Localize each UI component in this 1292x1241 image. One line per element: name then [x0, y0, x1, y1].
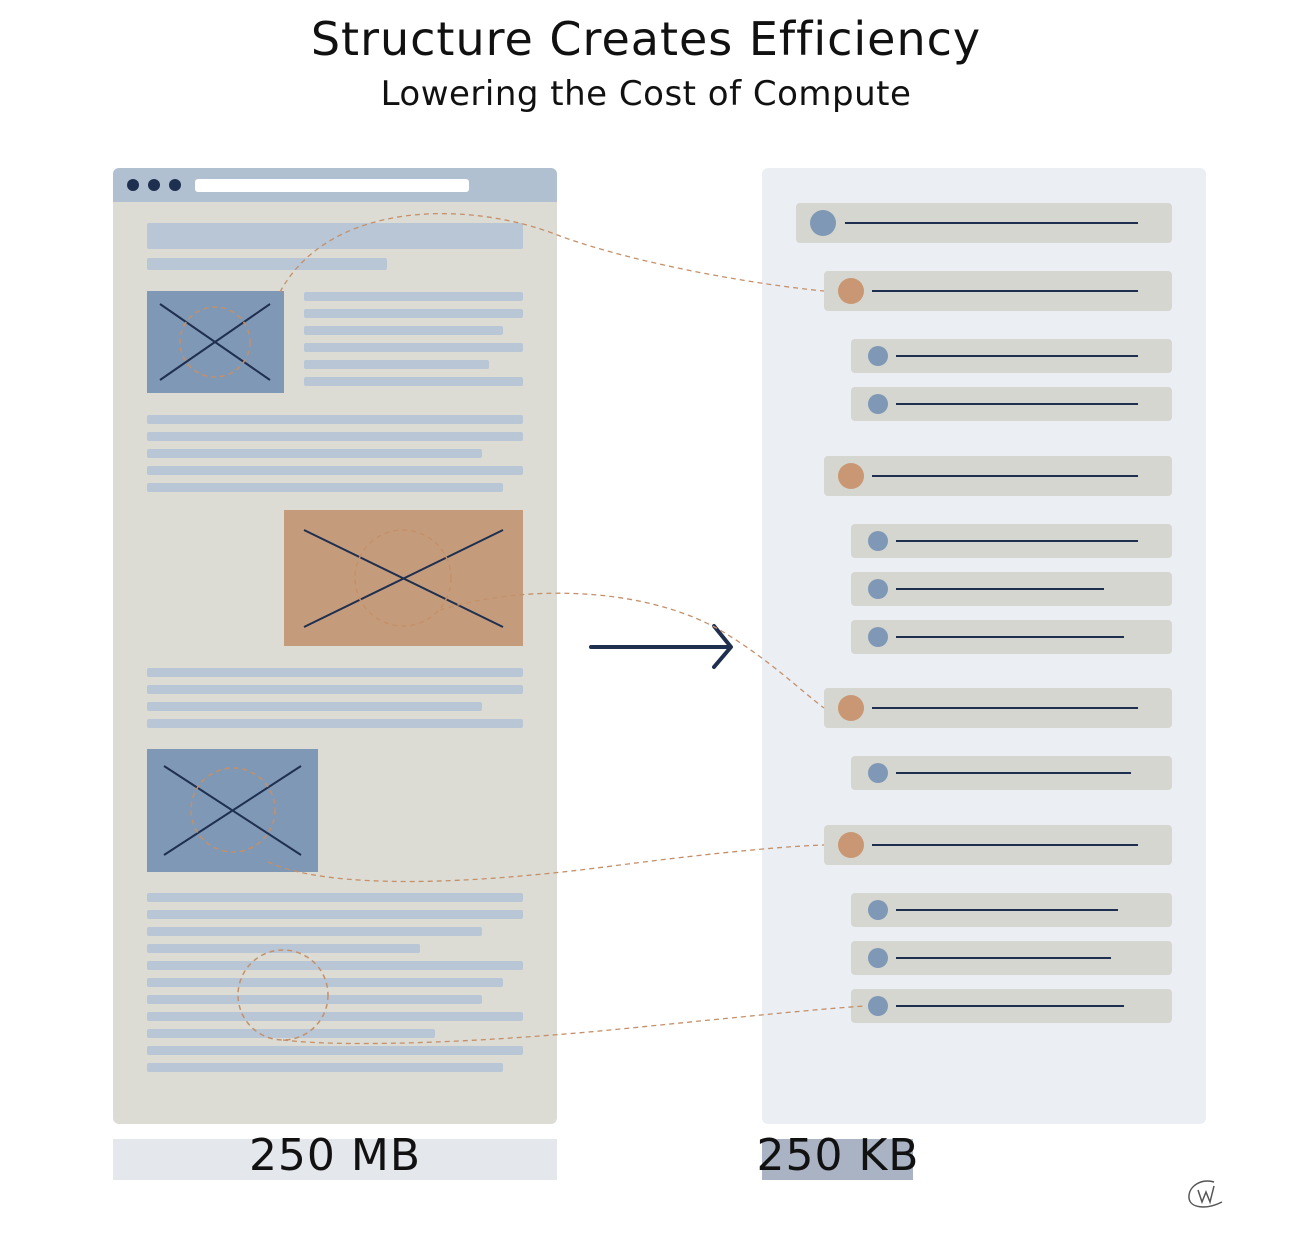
signature-icon: [1188, 1180, 1223, 1208]
address-bar: [195, 179, 469, 192]
right-arrow-icon: [589, 624, 733, 669]
webpage-panel: [113, 168, 557, 1124]
browser-dot-icon: [148, 179, 160, 191]
highlight-circle: [179, 306, 452, 1041]
outline-node: [838, 463, 864, 489]
subheading-line: [147, 258, 387, 270]
connector-line: [279, 213, 825, 293]
outline-node: [868, 394, 888, 414]
image-placeholder-icon: [147, 291, 284, 393]
size-label-bg-right: [762, 1139, 913, 1180]
text-block: [147, 668, 523, 728]
outline-node: [868, 627, 888, 647]
image-placeholder-icon: [284, 510, 523, 646]
size-label-structured: 250 KB: [756, 1130, 920, 1181]
outline-node: [838, 832, 864, 858]
outline-node: [868, 996, 888, 1016]
size-label-bg-left: [113, 1139, 557, 1180]
text-block: [304, 292, 523, 386]
outline-node: [838, 278, 864, 304]
text-block: [147, 893, 523, 1072]
browser-dot-icon: [127, 179, 139, 191]
diagram-subtitle: Lowering the Cost of Compute: [380, 74, 912, 114]
connector-line: [282, 1005, 867, 1045]
outline-node: [868, 900, 888, 920]
outline-node: [868, 531, 888, 551]
heading-line: [147, 223, 523, 249]
outline-node: [868, 579, 888, 599]
size-label-webpage: 250 MB: [248, 1130, 422, 1181]
connector-lines: [267, 213, 867, 1045]
outline-node: [838, 695, 864, 721]
outline-node: [868, 763, 888, 783]
diagram-title: Structure Creates Efficiency: [310, 12, 982, 66]
outline-panel: [762, 168, 1206, 1124]
text-block: [147, 415, 523, 492]
outline-node: [868, 948, 888, 968]
outline-node: [810, 210, 836, 236]
outline-node: [868, 346, 888, 366]
connector-line: [439, 592, 825, 709]
image-placeholder-icon: [147, 749, 318, 872]
browser-dot-icon: [169, 179, 181, 191]
